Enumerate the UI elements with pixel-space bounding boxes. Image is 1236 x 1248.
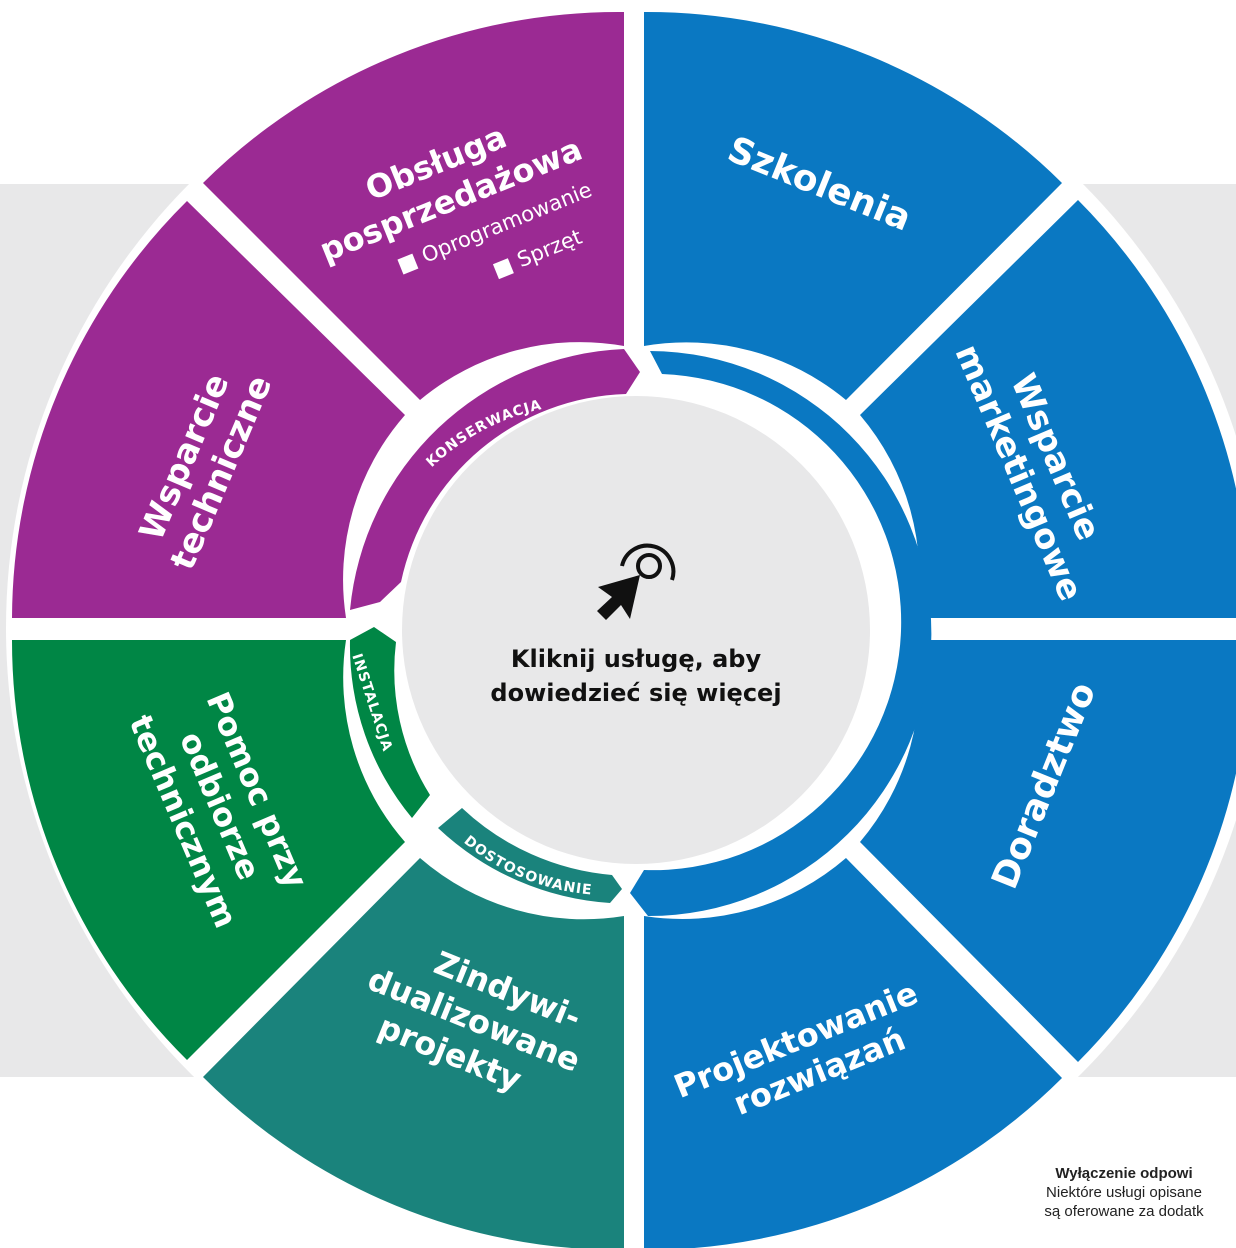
segment-wsparcie-marketingowe[interactable] (860, 200, 1236, 618)
center-text-line-1: Kliknij usługę, aby (511, 645, 762, 673)
phase-instalacja[interactable] (349, 627, 430, 818)
segment-zindywidualizowane-projekty[interactable] (203, 858, 624, 1248)
phase-label-planowanie: PLANOWANIE (874, 572, 890, 688)
segment-obsluga-posprzedazowa[interactable] (203, 11, 624, 401)
disclaimer-line-1: Niektóre usługi opisane (1046, 1184, 1202, 1201)
segment-projektowanie-rozwiazan[interactable] (644, 858, 1062, 1248)
center-hub[interactable] (402, 396, 870, 864)
phase-planowanie[interactable] (630, 351, 932, 917)
phase-dostosowanie[interactable] (438, 808, 622, 903)
segment-szkolenia[interactable] (644, 11, 1062, 400)
center-text-line-2: dowiedzieć się więcej (490, 679, 781, 707)
segment-pomoc-przy-odbiorze[interactable] (11, 640, 406, 1060)
disclaimer-title: Wyłączenie odpowi (1055, 1165, 1193, 1182)
tap-cursor-icon (597, 543, 676, 620)
segment-wsparcie-techniczne[interactable] (12, 201, 405, 618)
disclaimer-line-2: są oferowane za dodatk (1044, 1203, 1204, 1220)
disclaimer: Wyłączenie odpowi Niektóre usługi opisan… (1012, 1164, 1236, 1221)
segment-doradztwo[interactable] (860, 640, 1236, 1062)
phase-konserwacja[interactable] (350, 349, 640, 610)
